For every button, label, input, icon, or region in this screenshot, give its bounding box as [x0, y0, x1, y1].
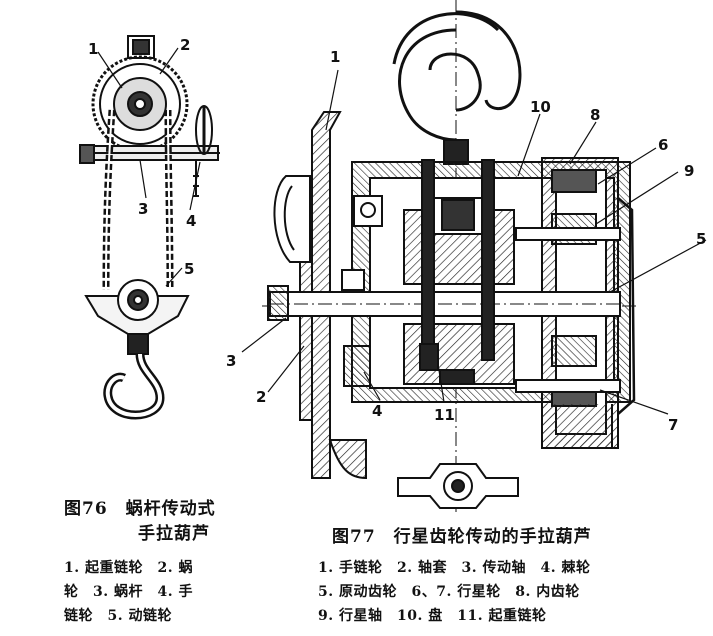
fig76-legend: 1. 起重链轮 2. 蜗 轮 3. 蜗杆 4. 手 链轮 5. 动链轮	[64, 556, 193, 628]
fig77-callout-5: 5	[696, 230, 706, 248]
fig77-callout-8: 8	[590, 106, 600, 124]
fig77-drawing	[241, 0, 707, 512]
fig76-legend-line: 1. 起重链轮 2. 蜗	[64, 560, 193, 576]
fig77-legend-line: 5. 原动齿轮 6、7. 行星轮 8. 内齿轮	[318, 584, 580, 600]
fig76-callout-2: 2	[180, 36, 190, 54]
fig76-callout-1: 1	[88, 40, 98, 58]
fig76-callout-3: 3	[138, 200, 148, 218]
fig76-legend-line: 轮 3. 蜗杆 4. 手	[64, 584, 193, 600]
fig77-legend: 1. 手链轮 2. 轴套 3. 传动轴 4. 棘轮 5. 原动齿轮 6、7. 行…	[318, 556, 590, 628]
fig77-legend-line: 1. 手链轮 2. 轴套 3. 传动轴 4. 棘轮	[318, 560, 591, 576]
fig77-callout-4: 4	[372, 402, 382, 420]
fig77-caption: 图77 行星齿轮传动的手拉葫芦	[332, 527, 592, 547]
fig76-callouts: 1 2 3 4 5	[88, 36, 196, 278]
fig77-callout-1: 1	[330, 48, 340, 66]
fig77-callout-3: 3	[226, 352, 236, 370]
fig77-callout-9: 9	[684, 162, 694, 180]
fig77-legend-line: 9. 行星轴 10. 盘 11. 起重链轮	[318, 608, 547, 624]
fig77-callout-7: 7	[668, 416, 678, 434]
fig76-callout-4: 4	[186, 212, 196, 230]
fig76-caption-line2: 手拉葫芦	[138, 524, 210, 544]
fig77-callout-10: 10	[530, 98, 551, 116]
fig76-legend-line: 链轮 5. 动链轮	[64, 608, 172, 624]
fig76-callout-5: 5	[184, 260, 194, 278]
fig76-caption-line1: 图76 蜗杆传动式	[64, 499, 216, 519]
fig77-callout-11: 11	[434, 406, 455, 424]
fig77-callout-2: 2	[256, 388, 266, 406]
fig77-callouts: 1 2 3 4 5 6 7 8 9 10 11	[226, 48, 706, 434]
fig76-drawing	[79, 35, 220, 420]
fig77-callout-6: 6	[658, 136, 668, 154]
